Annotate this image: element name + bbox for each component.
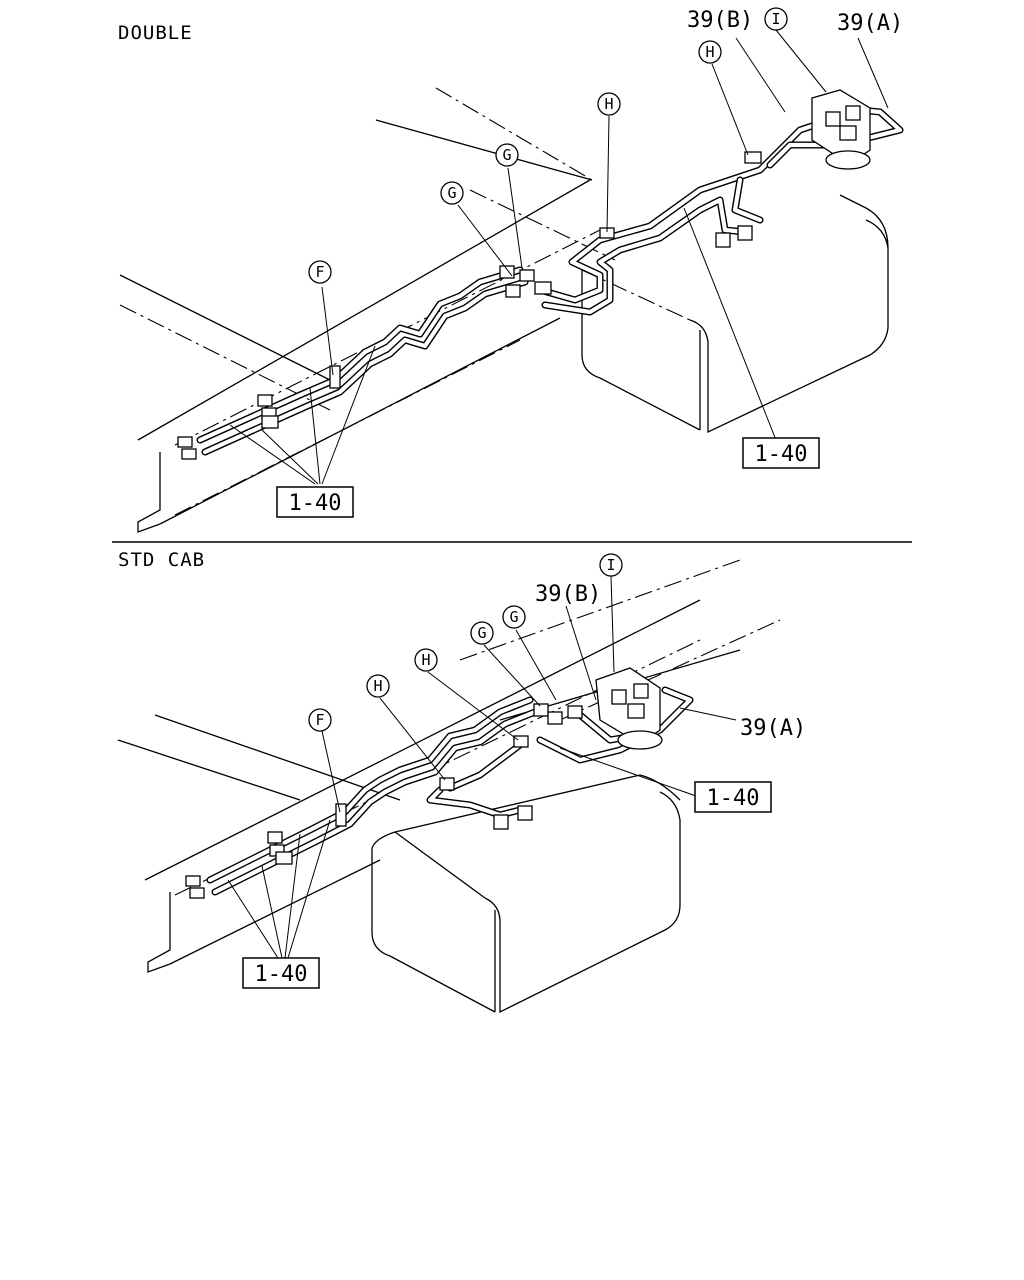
callout-h-2: H [698, 40, 722, 64]
svg-text:G: G [477, 624, 486, 642]
callout-g-1: G [440, 181, 464, 205]
frame-rail [119, 87, 616, 533]
reference-box-1-40-right-std: 1-40 [694, 781, 772, 813]
callout-f-std: F [308, 708, 332, 732]
valve-assembly [811, 89, 871, 170]
fuel-tank [581, 194, 889, 434]
reference-box-1-40-left: 1-40 [276, 486, 354, 518]
svg-text:1-40: 1-40 [255, 962, 308, 987]
callout-i: I [764, 7, 788, 31]
callout-g-2-std: G [502, 605, 526, 629]
leader-lines-double [229, 29, 889, 485]
svg-text:I: I [606, 556, 615, 574]
part-label-39b: 39(B) [687, 8, 753, 33]
svg-text:H: H [604, 95, 613, 113]
section-title-double: DOUBLE [118, 22, 193, 44]
part-label-39b-std: 39(B) [535, 582, 601, 607]
svg-text:1-40: 1-40 [289, 491, 342, 516]
svg-text:F: F [315, 711, 324, 729]
frame-rail-std [117, 559, 781, 973]
svg-text:F: F [315, 263, 324, 281]
svg-text:H: H [373, 677, 382, 695]
callout-f: F [308, 260, 332, 284]
reference-box-1-40-left-std: 1-40 [242, 957, 320, 989]
brake-pipes [196, 106, 904, 456]
leader-lines-std [227, 575, 737, 959]
part-label-39a-std: 39(A) [740, 716, 806, 741]
reference-box-1-40-right: 1-40 [742, 437, 820, 469]
svg-text:G: G [509, 608, 518, 626]
double-section: DOUBLE [118, 7, 904, 533]
callout-h-1: H [597, 92, 621, 116]
pipe-fittings-std [185, 703, 583, 899]
brake-pipes-std [206, 686, 694, 896]
callout-h-2-std: H [414, 648, 438, 672]
svg-text:H: H [705, 43, 714, 61]
callout-i-std: I [599, 553, 623, 577]
svg-text:G: G [447, 184, 456, 202]
part-label-39a: 39(A) [837, 11, 903, 36]
svg-text:G: G [502, 146, 511, 164]
svg-text:1-40: 1-40 [707, 786, 760, 811]
pipe-fittings [177, 151, 762, 460]
svg-text:1-40: 1-40 [755, 442, 808, 467]
callout-g-1-std: G [470, 621, 494, 645]
svg-text:I: I [771, 10, 780, 28]
fuel-tank-std [371, 774, 681, 1014]
callout-h-1-std: H [366, 674, 390, 698]
svg-text:H: H [421, 651, 430, 669]
valve-assembly-std [595, 667, 663, 750]
callout-g-2: G [495, 143, 519, 167]
section-title-std-cab: STD CAB [118, 549, 205, 571]
std-cab-section: STD CAB [117, 549, 806, 1014]
